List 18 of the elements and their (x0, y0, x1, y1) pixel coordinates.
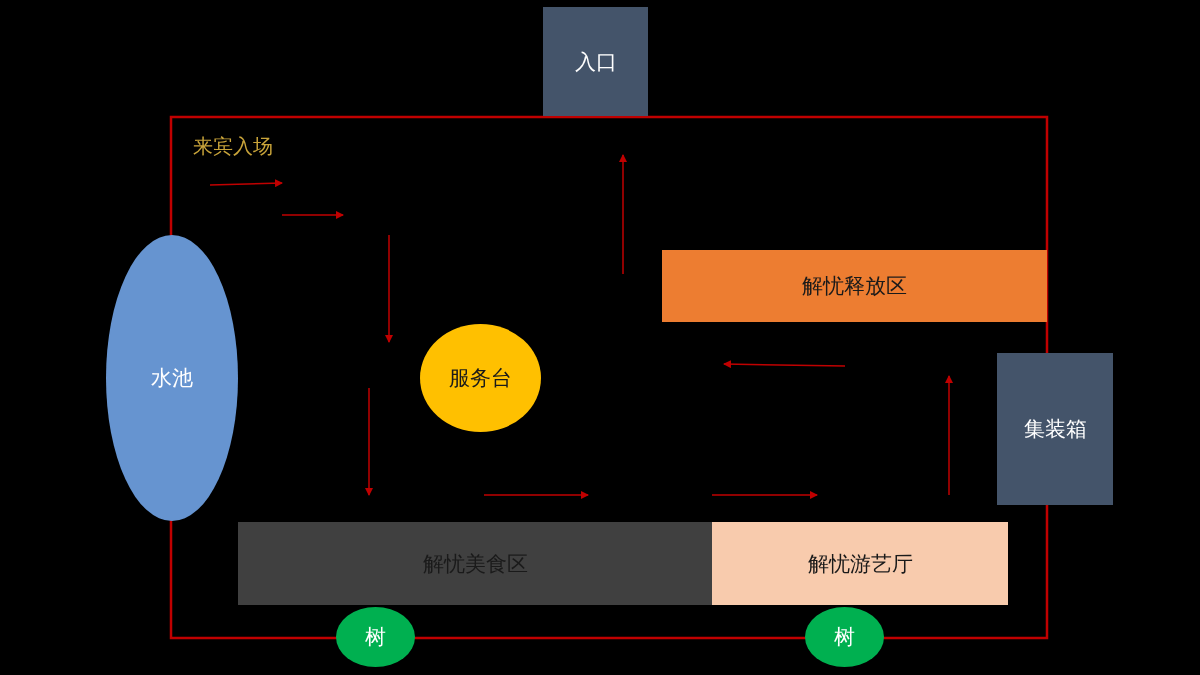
zone-label: 解忧游艺厅 (807, 550, 913, 578)
zone-box (712, 522, 1008, 605)
container-box (997, 353, 1113, 505)
zone-label: 入口 (574, 48, 617, 76)
service-desk-circle (420, 324, 541, 432)
zone-label: 树 (834, 624, 855, 651)
zone-box (662, 250, 1047, 322)
pool-ellipse (106, 235, 238, 521)
tree-ellipse (336, 607, 415, 667)
zone-label: 解忧释放区 (802, 273, 907, 300)
zone-box (238, 522, 712, 605)
entrance-box (543, 7, 648, 116)
zone-label: 树 (365, 624, 386, 651)
entry-note: 来宾入场 (193, 133, 273, 160)
tree-ellipse (805, 607, 884, 667)
zone-label: 服务台 (449, 365, 512, 392)
zone-label: 集装箱 (1023, 416, 1087, 443)
zone-label: 水池 (151, 365, 193, 392)
